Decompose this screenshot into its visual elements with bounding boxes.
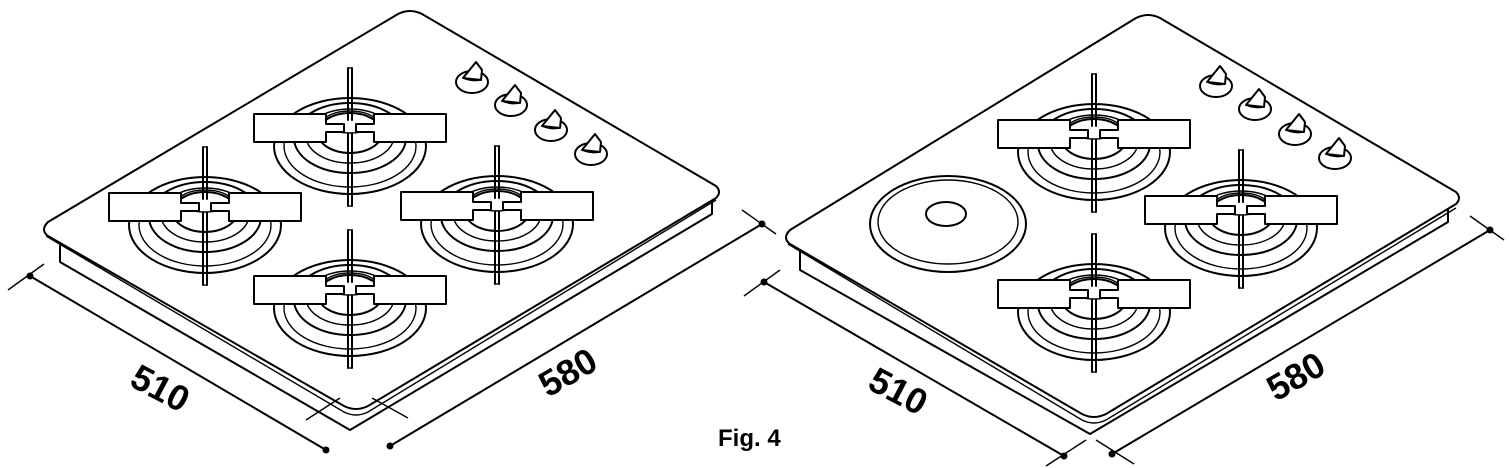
mixed-hob-view: 510 580 <box>743 14 1505 467</box>
depth-dimension-label: 510 <box>862 359 934 423</box>
width-dimension-label: 580 <box>1260 343 1333 409</box>
width-dimension-line <box>1111 229 1491 455</box>
depth-dimension-line <box>29 275 327 451</box>
gas-hob-base <box>59 195 713 431</box>
mixed-hob-top <box>785 14 1460 418</box>
depth-dimension-label: 510 <box>124 356 196 420</box>
hotplate-icon <box>869 175 1027 273</box>
figure-caption: Fig. 4 <box>718 425 781 452</box>
depth-dimension-line <box>763 281 1065 457</box>
mixed-hob-base <box>799 203 1449 435</box>
width-dimension-line <box>389 223 763 447</box>
width-dimension-label: 580 <box>532 339 605 405</box>
gas-hob-view: 510 580 <box>7 10 777 454</box>
gas-hob-top <box>43 10 720 410</box>
